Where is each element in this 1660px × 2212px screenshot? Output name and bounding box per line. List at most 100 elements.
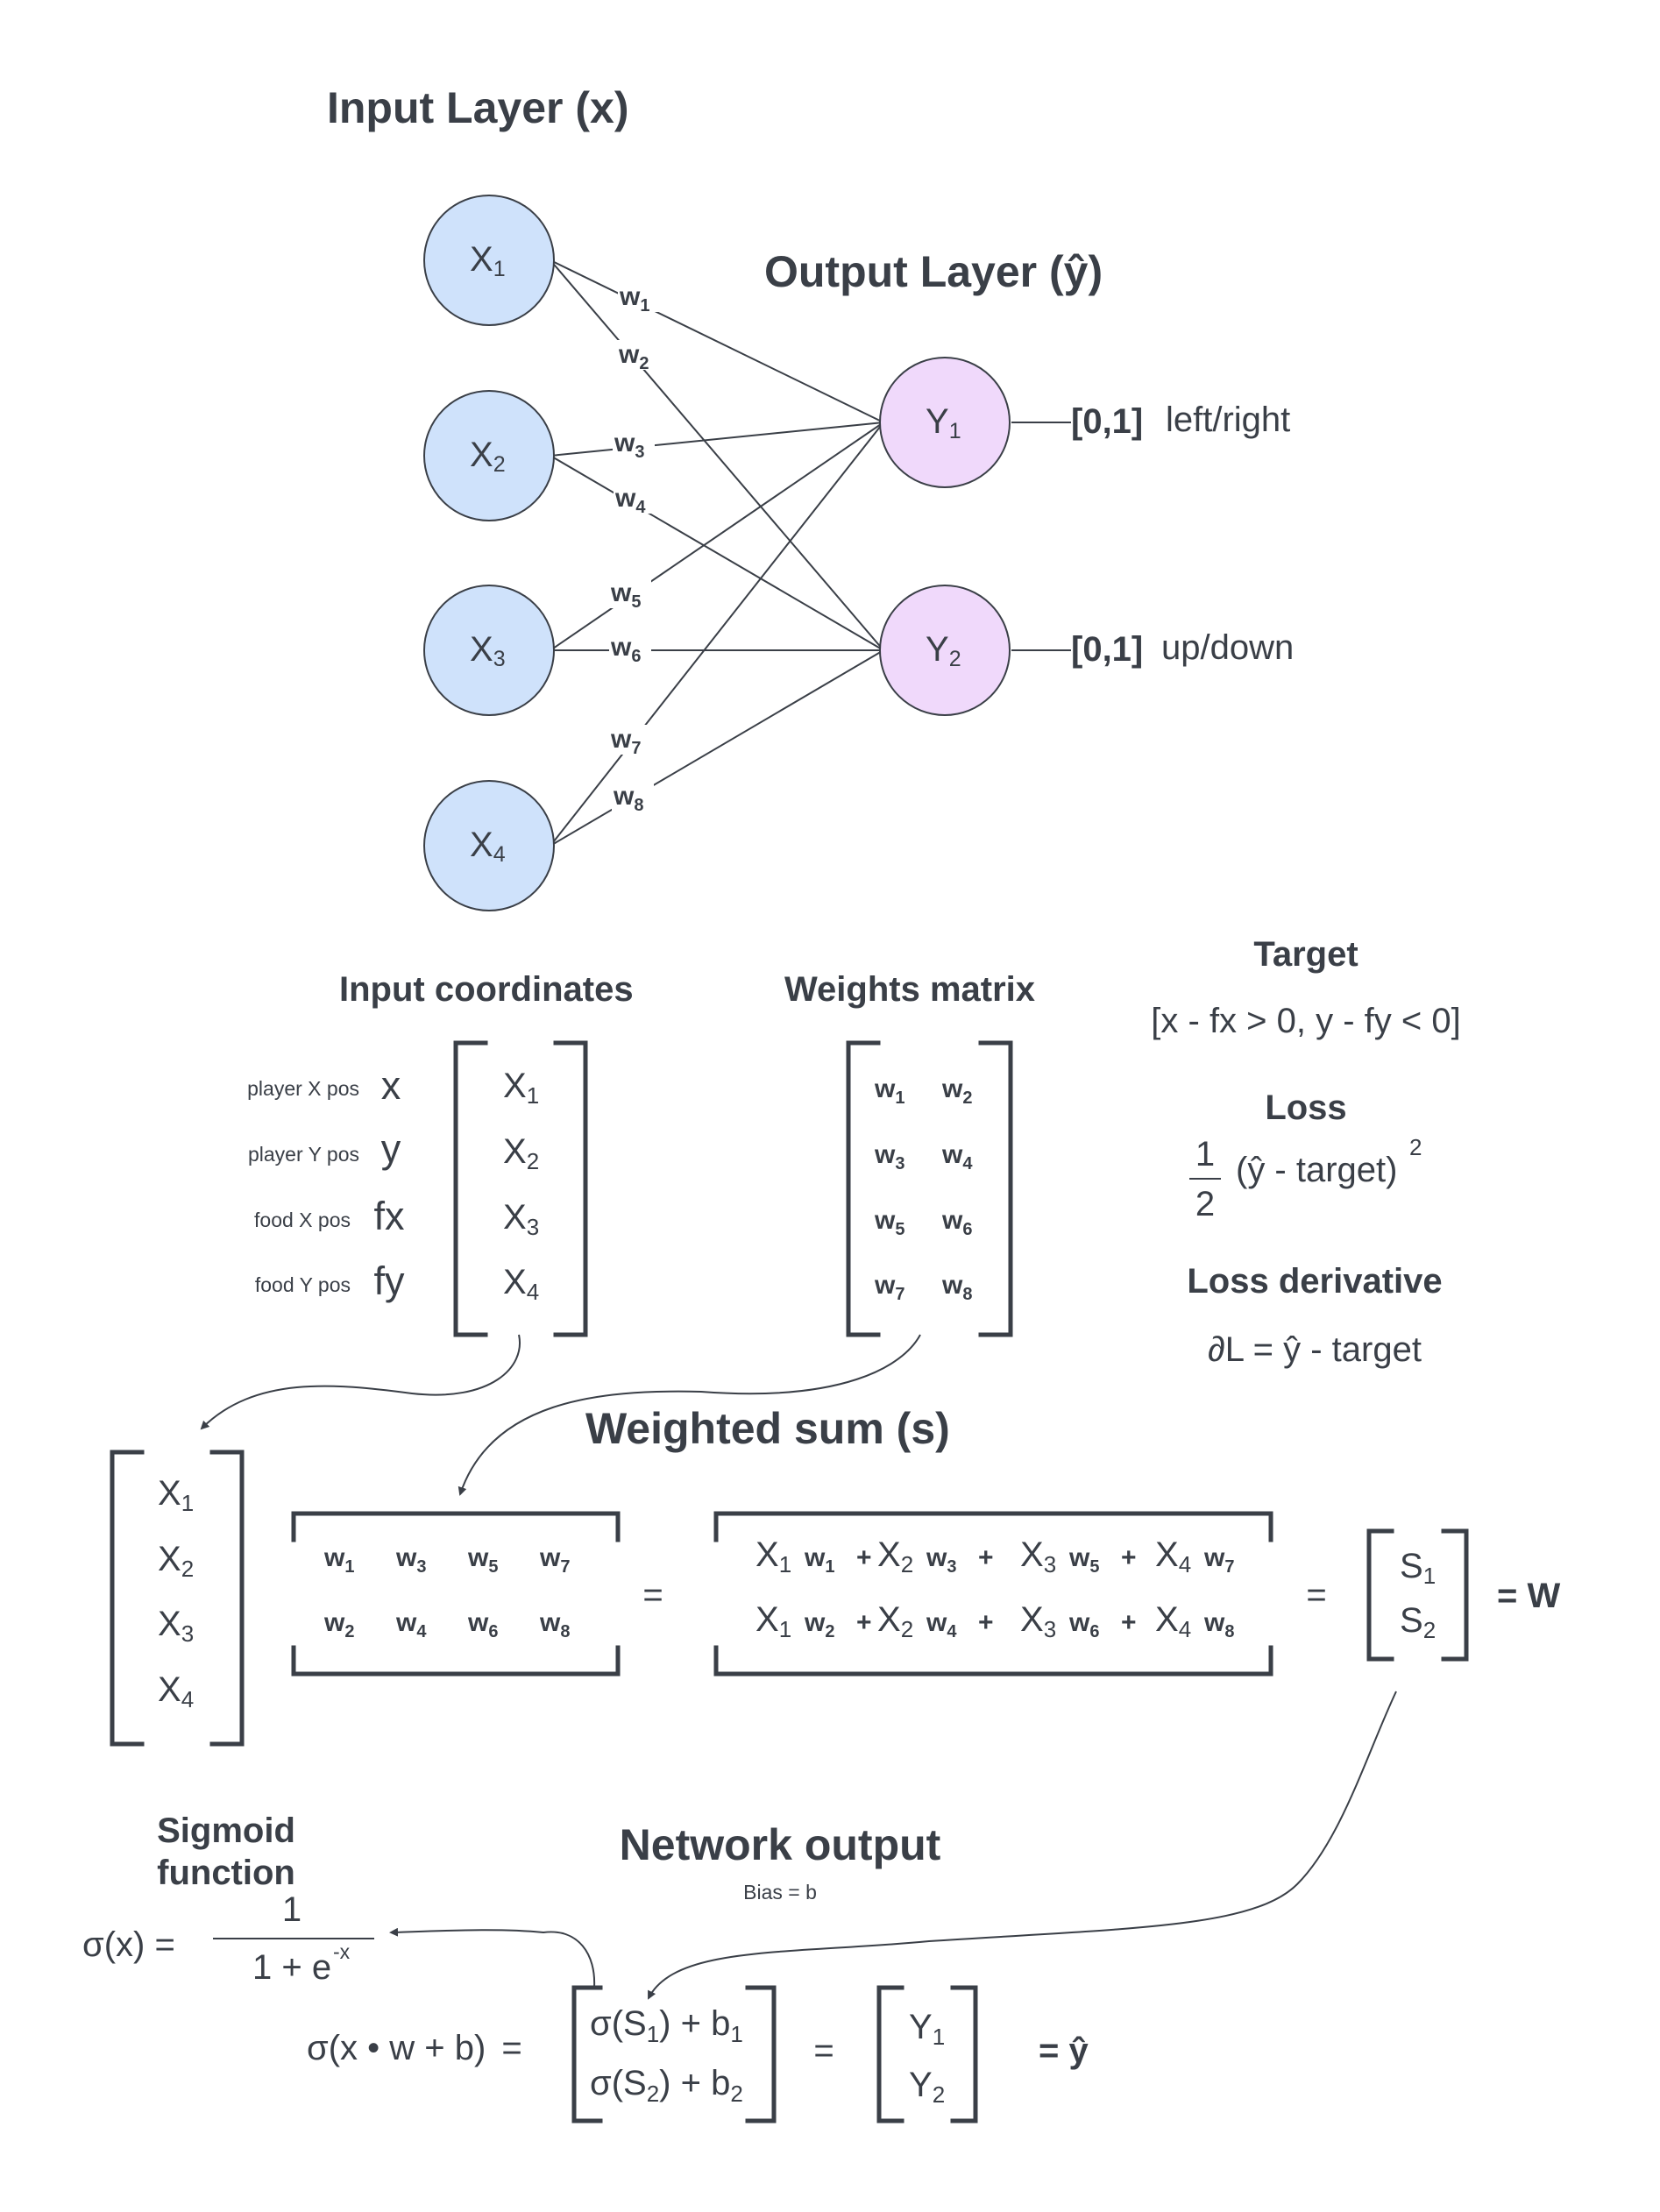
- sum-term-w2: w2: [804, 1608, 834, 1641]
- weighted-sum-title: Weighted sum (s): [585, 1404, 950, 1453]
- s-vector-left-bracket: [1366, 1528, 1394, 1662]
- weights-matrix-title: Weights matrix: [784, 970, 1035, 1009]
- weight-label-w2: w2: [617, 340, 659, 373]
- connection-x1-y2: [550, 259, 884, 651]
- connection-x2-y2: [550, 455, 884, 651]
- weight-w6: w6: [610, 633, 641, 666]
- input-node-circle-3: [423, 585, 555, 716]
- input-node-label-4: X4: [470, 826, 506, 867]
- transposed-weight-w3: w3: [395, 1543, 426, 1577]
- sum-term-w4: w4: [926, 1608, 957, 1641]
- arrow-sum-to-output: [648, 1691, 1397, 2000]
- input-vector-x2: X2: [503, 1132, 539, 1174]
- input-vector-x1: X1: [503, 1067, 539, 1109]
- loss-title: Loss: [1265, 1088, 1346, 1127]
- output-layer-title: Output Layer (ŷ): [764, 247, 1103, 296]
- input-node-x1: X1: [423, 195, 555, 326]
- weights-matrix-left-bracket: [846, 1040, 881, 1337]
- network-output-result: = ŷ: [1039, 2031, 1089, 2070]
- weight-label-w1: w1: [618, 282, 660, 315]
- coordinate-var-fy: fy: [373, 1258, 405, 1303]
- weighted-sum-equals-1: =: [642, 1576, 663, 1614]
- sum-expression-top-bracket: [713, 1511, 1273, 1542]
- weight-label-w4: w4: [614, 484, 656, 517]
- sum-term-w1: w1: [804, 1543, 834, 1577]
- loss-power: 2: [1409, 1134, 1422, 1160]
- loss-fraction-num: 1: [1195, 1135, 1215, 1173]
- output-range-1: [0,1]: [1071, 402, 1143, 441]
- s-vector-right-bracket: [1441, 1528, 1469, 1662]
- weight-label-w3: w3: [613, 429, 655, 462]
- arrow-input-to-column: [200, 1334, 521, 1430]
- input-coordinates-title: Input coordinates: [339, 970, 634, 1009]
- coordinate-var-y: y: [381, 1126, 401, 1171]
- output-range-2: [0,1]: [1071, 630, 1143, 669]
- transposed-weight-w1: w1: [323, 1543, 354, 1577]
- network-output-equals-2: =: [813, 2031, 834, 2070]
- transposed-weight-w7: w7: [539, 1543, 570, 1577]
- weight-label-w5: w5: [609, 578, 651, 612]
- loss-derivative-expression: ∂L = ŷ - target: [1208, 1330, 1422, 1369]
- weight-labels: w1 w2 w3 w4 w5 w6 w7 w8: [609, 282, 660, 815]
- sum-term-x2-r1: X2: [877, 1535, 913, 1577]
- weights-matrix-w3: w3: [874, 1140, 904, 1173]
- weights-matrix-w7: w7: [874, 1271, 904, 1304]
- weights-matrix-w5: w5: [874, 1206, 904, 1239]
- weights-matrix-w4: w4: [941, 1140, 973, 1173]
- transposed-weight-w6: w6: [467, 1608, 498, 1641]
- input-node-circle-2: [423, 390, 555, 521]
- input-node-x4: X4: [423, 780, 555, 911]
- output-node-label-2: Y2: [926, 630, 961, 671]
- coordinate-desc-1: player X pos: [247, 1077, 359, 1100]
- bias-note: Bias = b: [743, 1881, 817, 1904]
- input-node-circle-4: [423, 780, 555, 911]
- y-vector-y1: Y1: [909, 2008, 945, 2050]
- output-vector-right-bracket: [745, 1985, 777, 2123]
- sum-expression-bottom-bracket: [713, 1645, 1273, 1677]
- sum-term-x1-r1: X1: [756, 1535, 791, 1577]
- output-node-circle-1: [879, 357, 1011, 488]
- output-label-2: up/down: [1161, 628, 1294, 667]
- output-node-y2: Y2: [879, 585, 1011, 716]
- loss-expression: (ŷ - target): [1236, 1151, 1397, 1189]
- sum-term-x3-r2: X3: [1020, 1600, 1056, 1642]
- target-expression: [x - fx > 0, y - fy < 0]: [1151, 1002, 1460, 1040]
- y-vector-y2: Y2: [909, 2066, 945, 2108]
- output-vector-row-1: σ(S1) + b1: [590, 2004, 743, 2047]
- transposed-weights-top-bracket: [291, 1511, 621, 1542]
- connection-x4-y1: [550, 422, 884, 847]
- sigmoid-lhs: σ(x) =: [82, 1925, 175, 1964]
- network-output-equals-1: =: [501, 2029, 521, 2067]
- coordinate-rows: player X pos player Y pos food X pos foo…: [247, 1063, 405, 1303]
- weight-w7: w7: [610, 725, 641, 758]
- connection-x3-y1: [550, 422, 884, 651]
- sum-term-x3-r1: X3: [1020, 1535, 1056, 1577]
- coordinate-var-x: x: [381, 1063, 401, 1108]
- input-node-x2: X2: [423, 390, 555, 521]
- coordinate-desc-4: food Y pos: [255, 1273, 351, 1296]
- sum-term-w5: w5: [1068, 1543, 1099, 1577]
- sum-plus-r2-c3: +: [1121, 1608, 1137, 1637]
- weights-matrix-w8: w8: [941, 1271, 972, 1304]
- input-layer-title: Input Layer (x): [327, 83, 628, 132]
- coordinate-var-fx: fx: [373, 1194, 405, 1238]
- sum-plus-r1-c1: +: [856, 1543, 872, 1572]
- sum-term-w8: w8: [1203, 1608, 1234, 1641]
- connection-x2-y1: [550, 422, 884, 457]
- sum-plus-r2-c1: +: [856, 1608, 872, 1637]
- input-node-label-2: X2: [470, 436, 506, 477]
- sum-plus-r1-c3: +: [1121, 1543, 1137, 1572]
- sigmoid-exponent: -x: [333, 1940, 351, 1963]
- weight-w8: w8: [613, 782, 643, 815]
- network-output-lhs: σ(x • w + b): [307, 2029, 486, 2067]
- weights-matrix-w2: w2: [941, 1074, 972, 1108]
- input-node-x3: X3: [423, 585, 555, 716]
- input-node-circle-1: [423, 195, 555, 326]
